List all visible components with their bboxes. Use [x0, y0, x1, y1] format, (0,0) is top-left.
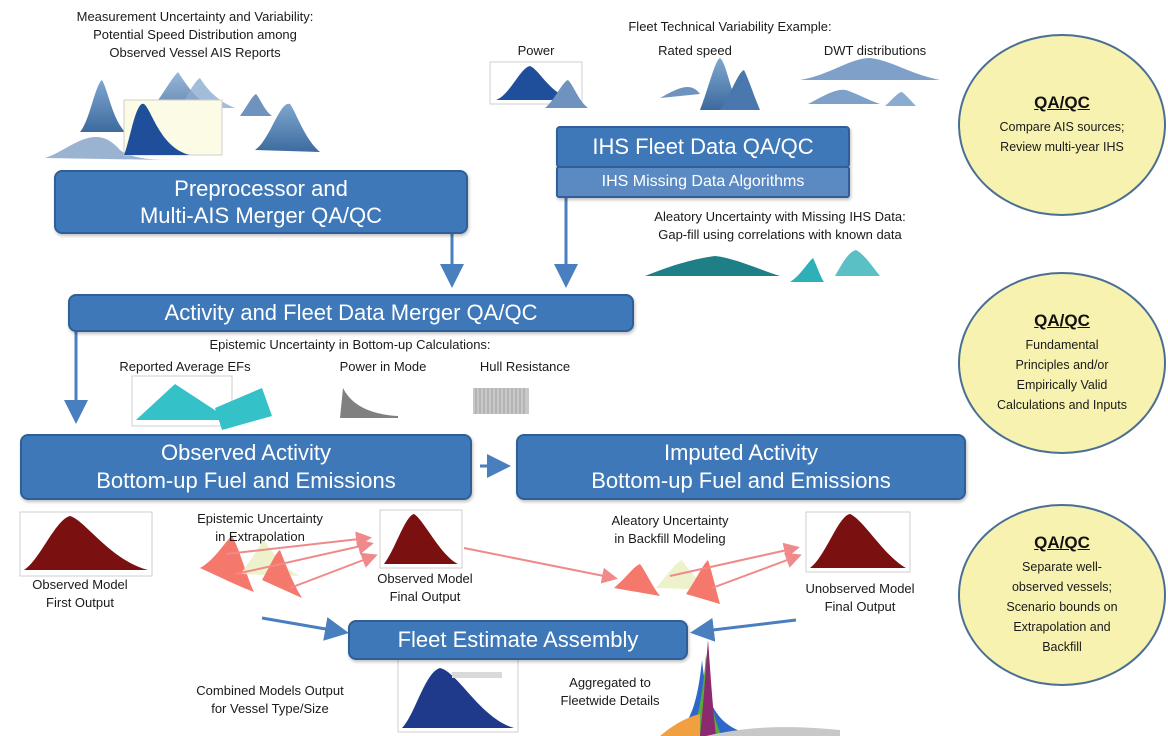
combined-models-label: Combined Models Output for Vessel Type/S…: [160, 682, 380, 718]
ihs-fleet-data-box[interactable]: IHS Fleet Data QA/QC: [556, 126, 850, 168]
qaqc-circle-principles: QA/QC Fundamental Principles and/or Empi…: [958, 272, 1166, 454]
gap-fill-distributions: [645, 250, 880, 282]
extrapolation-distributions: [200, 536, 302, 598]
combined-models-chart: [397, 657, 519, 733]
qaqc-body: Separate well-observed vessels; Scenario…: [1006, 560, 1118, 654]
qaqc-title: QA/QC: [1034, 533, 1090, 552]
observed-activity-box[interactable]: Observed Activity Bottom-up Fuel and Emi…: [20, 434, 472, 500]
observed-activity-line1: Observed Activity: [161, 440, 331, 465]
activity-merger-label: Activity and Fleet Data Merger QA/QC: [164, 300, 538, 325]
reported-efs-graphic: [131, 375, 272, 430]
unobserved-final-output-chart: [805, 511, 911, 573]
fleet-variability-title: Fleet Technical Variability Example:: [628, 19, 832, 34]
ihs-missing-data-label: IHS Missing Data Algorithms: [601, 173, 805, 190]
dwt-distributions: [800, 58, 940, 106]
qaqc-title: QA/QC: [1034, 311, 1090, 330]
obs-first-line1: Observed Model: [32, 577, 128, 592]
reported-efs-label: Reported Average EFs: [119, 359, 251, 374]
fleet-estimate-box[interactable]: Fleet Estimate Assembly: [348, 620, 688, 660]
combined-line1: Combined Models Output: [196, 683, 344, 698]
speed-uncertainty-caption: Measurement Uncertainty and Variability:…: [0, 8, 390, 62]
observed-first-output-label: Observed Model First Output: [0, 576, 160, 612]
epistemic-extrapolation-label: Epistemic Uncertainty in Extrapolation: [160, 510, 360, 546]
imputed-activity-line2: Bottom-up Fuel and Emissions: [591, 468, 891, 493]
power-mode-graphic: [340, 388, 398, 418]
epi-extrap-line2: in Extrapolation: [215, 529, 305, 544]
ihs-fleet-data-label: IHS Fleet Data QA/QC: [592, 134, 814, 159]
aleatory-ihs-caption: Aleatory Uncertainty with Missing IHS Da…: [595, 208, 965, 244]
unobserved-final-output-label: Unobserved Model Final Output: [790, 580, 930, 616]
combined-line2: for Vessel Type/Size: [211, 701, 329, 716]
fleet-estimate-label: Fleet Estimate Assembly: [397, 627, 639, 652]
activity-merger-box[interactable]: Activity and Fleet Data Merger QA/QC: [68, 294, 634, 332]
preprocessor-box[interactable]: Preprocessor and Multi-AIS Merger QA/QC: [54, 170, 468, 234]
hull-resistance-graphic: [473, 388, 529, 414]
aleatory-backfill-label: Aleatory Uncertainty in Backfill Modelin…: [580, 512, 760, 548]
aggregated-fleetwide-chart: [660, 640, 840, 736]
qaqc-title: QA/QC: [1034, 93, 1090, 112]
backfill-distributions: [614, 560, 720, 604]
speed-uncertainty-line3: Observed Vessel AIS Reports: [109, 45, 281, 60]
qaqc-body: Fundamental Principles and/or Empiricall…: [997, 338, 1127, 412]
unobs-final-line2: Final Output: [824, 599, 896, 614]
hull-resistance-label: Hull Resistance: [479, 359, 571, 374]
obs-final-line2: Final Output: [389, 589, 461, 604]
observed-activity-line2: Bottom-up Fuel and Emissions: [96, 468, 396, 493]
obs-first-line2: First Output: [46, 595, 114, 610]
rated-speed-distribution: [660, 58, 760, 110]
qaqc-circle-ais: QA/QC Compare AIS sources; Review multi-…: [958, 34, 1166, 216]
dwt-label: DWT distributions: [823, 43, 927, 58]
aleatory-ihs-line2: Gap-fill using correlations with known d…: [658, 227, 902, 242]
imputed-activity-box[interactable]: Imputed Activity Bottom-up Fuel and Emis…: [516, 434, 966, 500]
unobs-final-line1: Unobserved Model: [805, 581, 915, 596]
rated-speed-label: Rated speed: [658, 43, 732, 58]
power-label: Power: [517, 43, 555, 58]
power-in-mode-label: Power in Mode: [339, 359, 427, 374]
power-distribution: [489, 61, 588, 108]
aggregated-label: Aggregated to Fleetwide Details: [540, 674, 680, 710]
speed-uncertainty-line1: Measurement Uncertainty and Variability:: [76, 9, 314, 24]
blue-flow-arrows: [64, 198, 797, 642]
qaqc-circle-separate: QA/QC Separate well-observed vessels; Sc…: [958, 504, 1166, 686]
ihs-missing-data-box[interactable]: IHS Missing Data Algorithms: [556, 166, 850, 198]
aggregated-line1: Aggregated to: [569, 675, 651, 690]
obs-final-line1: Observed Model: [377, 571, 473, 586]
observed-final-output-chart: [379, 509, 463, 569]
speed-uncertainty-line2: Potential Speed Distribution among: [93, 27, 297, 42]
imputed-activity-line1: Imputed Activity: [663, 440, 819, 465]
epistemic-bottom-up-title: Epistemic Uncertainty in Bottom-up Calcu…: [209, 337, 491, 352]
observed-final-output-label: Observed Model Final Output: [360, 570, 490, 606]
speed-distributions: [45, 72, 320, 160]
pink-flow-arrows: [225, 531, 802, 589]
observed-first-output-chart: [19, 511, 153, 577]
qaqc-body: Compare AIS sources; Review multi-year I…: [999, 120, 1125, 154]
aleatory-ihs-line1: Aleatory Uncertainty with Missing IHS Da…: [654, 209, 906, 224]
ale-backfill-line1: Aleatory Uncertainty: [611, 513, 729, 528]
aggregated-line2: Fleetwide Details: [560, 693, 660, 708]
epi-extrap-line1: Epistemic Uncertainty: [197, 511, 323, 526]
preprocessor-line2: Multi-AIS Merger QA/QC: [139, 203, 383, 228]
ale-backfill-line2: in Backfill Modeling: [614, 531, 726, 546]
preprocessor-line1: Preprocessor and: [174, 176, 348, 201]
